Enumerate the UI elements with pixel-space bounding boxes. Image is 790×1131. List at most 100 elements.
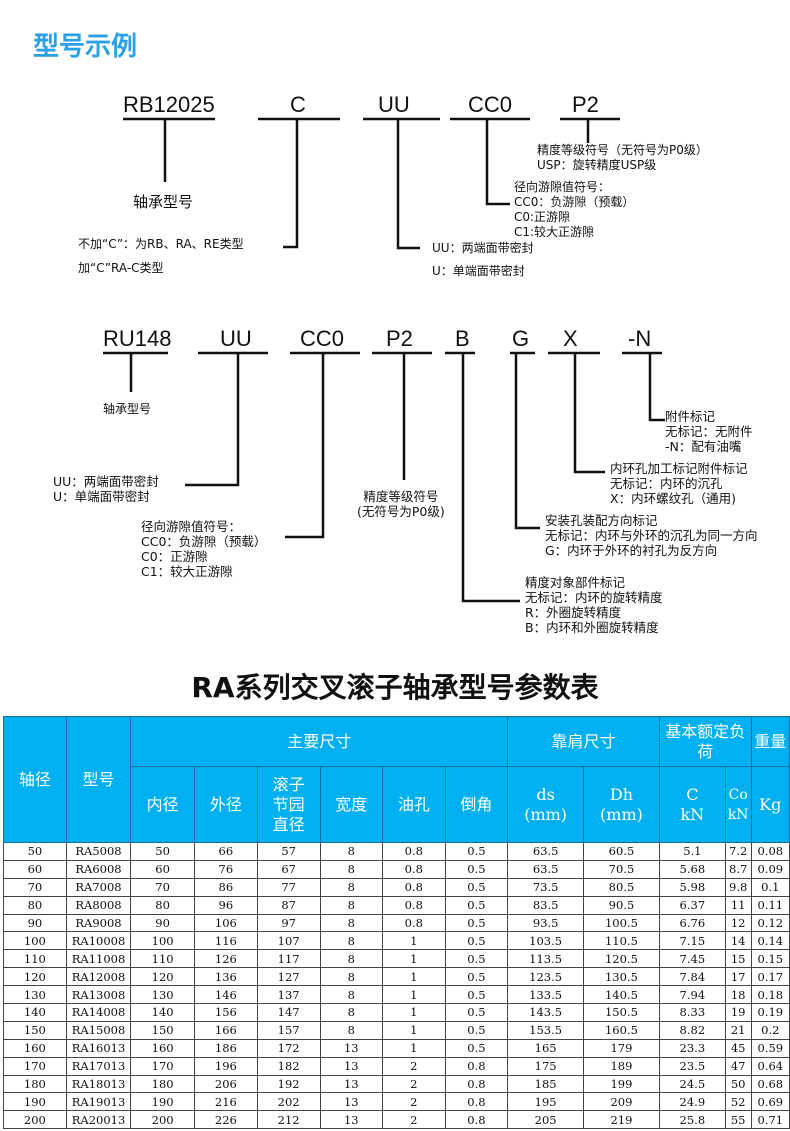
table-cell: 200 <box>130 1110 195 1130</box>
section-title: 型号示例 <box>33 32 138 62</box>
table-cell: 7.45 <box>658 949 726 969</box>
table-cell: RA20013 <box>65 1110 132 1130</box>
note-line: CC0：负游隙（预载） <box>514 195 635 209</box>
table-cell: 0.8 <box>444 1110 509 1130</box>
table-cell: RA13008 <box>65 985 132 1005</box>
table-cell: RA10008 <box>65 931 132 951</box>
table-cell: 5.98 <box>658 877 726 897</box>
table-cell: 76 <box>193 859 258 879</box>
table-cell: 106 <box>193 913 258 933</box>
table-cell: 127 <box>256 967 321 987</box>
note-line: CC0：负游隙（预载） <box>141 534 267 549</box>
table-cell: 100 <box>130 931 195 951</box>
table-cell: 157 <box>256 1020 321 1040</box>
table-cell: 8.33 <box>658 1003 726 1022</box>
table-cell: 13 <box>319 1110 384 1130</box>
table-cell: 150 <box>130 1020 195 1040</box>
table-cell: 1 <box>382 1020 446 1040</box>
bearing-model-label: 轴承型号 <box>133 193 194 211</box>
table-cell: 165 <box>507 1038 585 1058</box>
table-cell: 55 <box>724 1110 752 1130</box>
code-cc0: CC0 <box>468 92 513 117</box>
table-cell: 120 <box>130 967 195 987</box>
note-line: C1:较大正游隙 <box>514 225 595 239</box>
table-cell: 160 <box>130 1038 195 1058</box>
table-cell: 0.18 <box>750 985 790 1005</box>
table-cell: 2 <box>382 1074 446 1094</box>
table-cell: 110 <box>3 949 67 969</box>
table-cell: 0.19 <box>750 1003 790 1022</box>
table-cell: 205 <box>507 1110 585 1130</box>
table-cell: 0.5 <box>444 895 509 915</box>
table-cell: 146 <box>193 985 258 1005</box>
seal-note: U：单端面带密封 <box>432 264 525 278</box>
table-cell: 180 <box>130 1074 195 1094</box>
code-b: B <box>455 326 470 351</box>
x-notes: 内环孔加工标记附件标记 无标记：内环的沉孔 X：内环螺纹孔（通用) <box>610 461 748 506</box>
table-cell: RA17013 <box>65 1056 132 1076</box>
table-cell: 50 <box>724 1074 752 1094</box>
table-cell: 130 <box>3 985 67 1005</box>
table-cell: 8 <box>319 985 384 1005</box>
table-cell: 117 <box>256 949 321 969</box>
table-cell: 200 <box>3 1110 67 1130</box>
table-cell: 13 <box>319 1092 384 1112</box>
table-cell: 8.7 <box>724 859 752 879</box>
table-cell: 0.8 <box>444 1074 509 1094</box>
table-cell: 60 <box>130 859 195 879</box>
table-cell: 147 <box>256 1003 321 1022</box>
table-cell: 2 <box>382 1056 446 1076</box>
table-cell: RA8008 <box>65 895 132 915</box>
table-cell: 14 <box>724 931 752 951</box>
header-co: Co kN <box>724 766 752 843</box>
table-cell: 23.3 <box>658 1038 726 1058</box>
note-line: 内环孔加工标记附件标记 <box>610 461 748 476</box>
table-cell: 133.5 <box>507 985 585 1005</box>
table-cell: 2 <box>382 1092 446 1112</box>
table-cell: 130 <box>130 985 195 1005</box>
table-cell: 15 <box>724 949 752 969</box>
g-notes: 安装孔装配方向标记 无标记：内环与外环的沉孔为同一方向 G：内环于外环的衬孔为反… <box>545 513 758 558</box>
table-cell: 0.17 <box>750 967 790 987</box>
table-cell: 107 <box>256 931 321 951</box>
table-cell: 0.68 <box>750 1074 790 1094</box>
note-line: 精度等级符号 <box>363 489 439 504</box>
note-line: 附件标记 <box>665 409 716 424</box>
note-line: G：内环于外环的衬孔为反方向 <box>545 543 718 558</box>
table-cell: 136 <box>193 967 258 987</box>
table-cell: 70 <box>3 877 67 897</box>
precision-notes: 精度等级符号（无符号为P0级） USP：旋转精度USP级 <box>537 143 708 173</box>
table-cell: RA14008 <box>65 1003 132 1022</box>
table-cell: 192 <box>256 1074 321 1094</box>
table-cell: 113.5 <box>507 949 585 969</box>
table-cell: 67 <box>256 859 321 879</box>
note-line: USP：旋转精度USP级 <box>537 158 657 172</box>
table-cell: RA9008 <box>65 913 132 933</box>
note-line: 无标记：内环的旋转精度 <box>525 590 663 605</box>
table-cell: 0.5 <box>444 913 509 933</box>
table-cell: 0.8 <box>382 913 446 933</box>
code-uu: UU <box>220 326 252 351</box>
note-line: 精度等级符号（无符号为P0级） <box>537 143 708 157</box>
note-line: -N：配有油嘴 <box>665 439 742 454</box>
table-cell: 160 <box>3 1038 67 1058</box>
table-cell: 175 <box>507 1056 585 1076</box>
table-cell: 70 <box>130 877 195 897</box>
table-cell: 8 <box>319 1020 384 1040</box>
c-note: 不加“C”：为RB、RA、RE类型 <box>78 237 244 251</box>
table-cell: 0.5 <box>444 859 509 879</box>
table-cell: 110 <box>130 949 195 969</box>
table-cell: 77 <box>256 877 321 897</box>
table-cell: 7.94 <box>658 985 726 1005</box>
table-cell: 5.68 <box>658 859 726 879</box>
seal-notes: UU：两端面带密封 U：单端面带密封 <box>53 474 159 504</box>
table-cell: 8 <box>319 842 384 861</box>
table-cell: 0.64 <box>750 1056 790 1076</box>
table-cell: 87 <box>256 895 321 915</box>
table-cell: 199 <box>583 1074 660 1094</box>
